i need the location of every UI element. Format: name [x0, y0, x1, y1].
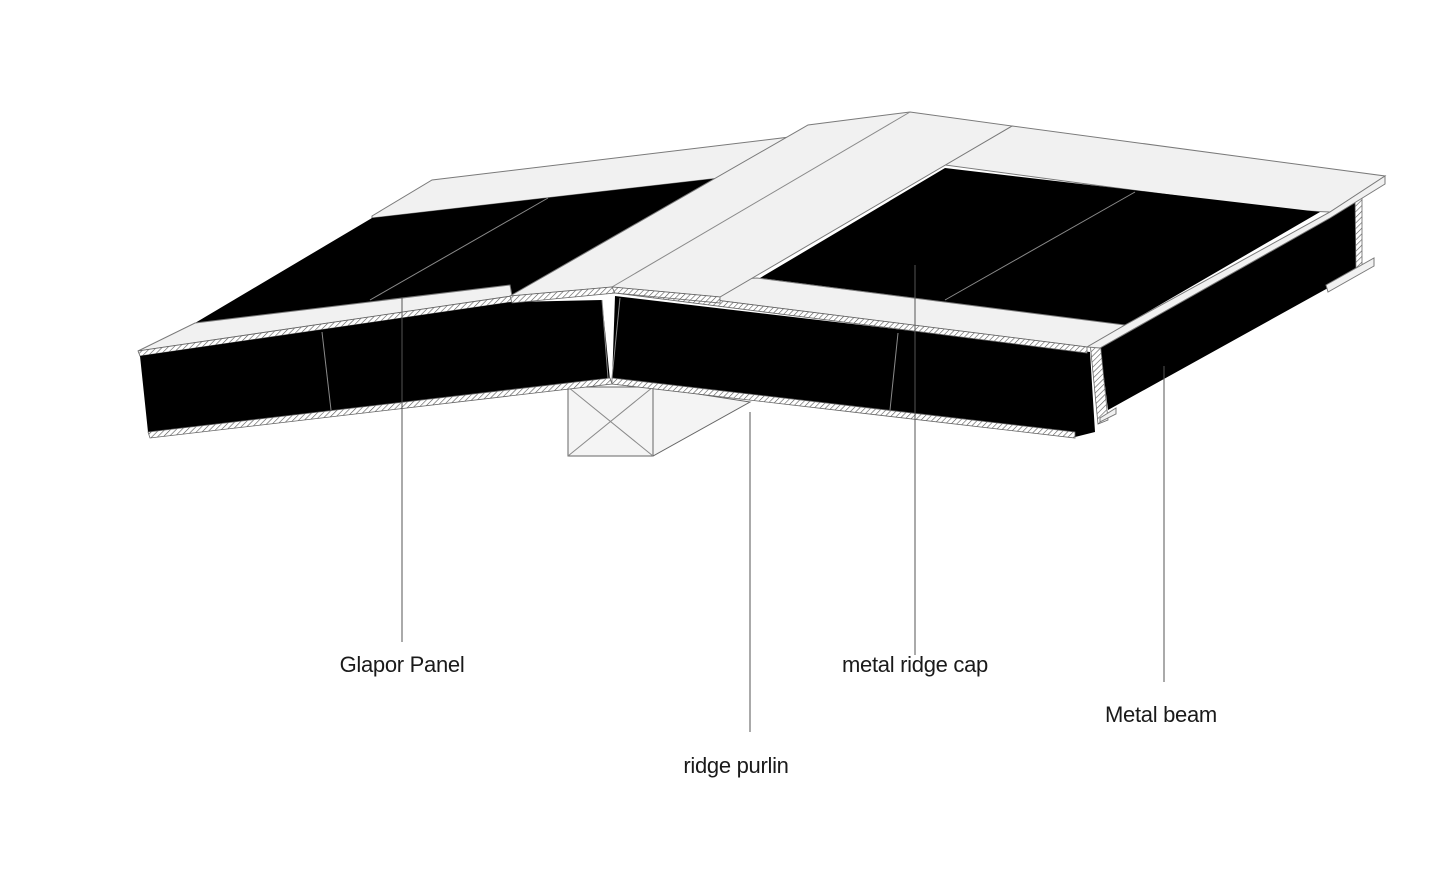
metal-ridge-cap: [509, 111, 1014, 304]
metal-beam-end: [1089, 191, 1375, 425]
label-ridge-purlin: ridge purlin: [683, 753, 788, 778]
label-glapor-panel: Glapor Panel: [340, 652, 465, 677]
glapor-panel-left: [195, 178, 720, 323]
ridge-purlin: [566, 386, 752, 457]
left-top-flange: [137, 284, 513, 357]
label-metal-ridge-cap: metal ridge cap: [842, 652, 988, 677]
right-top-flange: [611, 175, 1386, 354]
glapor-panel-right: [760, 168, 1320, 325]
metal-beam-right-web: [601, 296, 1095, 439]
leader-lines: [401, 265, 1165, 732]
label-metal-beam: Metal beam: [1105, 702, 1217, 727]
